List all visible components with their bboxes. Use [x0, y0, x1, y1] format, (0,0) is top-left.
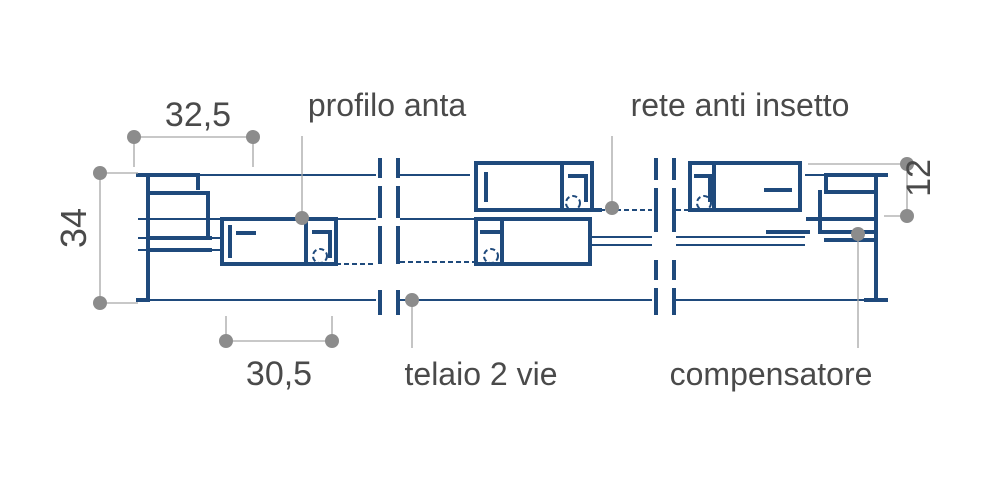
leader-compensatore: [851, 227, 865, 348]
dimension-34: [93, 166, 138, 310]
dimension-34-label: 34: [53, 208, 94, 248]
leader-profilo-anta: [295, 136, 309, 225]
sash-centre-upper: [474, 161, 652, 212]
sash-left-lower: [220, 217, 376, 266]
compensatore-label: compensatore: [670, 356, 873, 392]
dimension-12: [808, 157, 914, 223]
dimension-30-5-label: 30,5: [246, 355, 312, 393]
frame-profile: [136, 173, 888, 302]
sash-right-upper: [676, 161, 802, 212]
sash-centre-lower: [400, 217, 592, 266]
rete-anti-insetto-label: rete anti insetto: [631, 87, 850, 123]
profilo-anta-label: profilo anta: [308, 87, 467, 123]
dimension-32-5-label: 32,5: [165, 96, 231, 134]
dimension-32-5: [127, 130, 260, 167]
dimension-30-5: [219, 316, 339, 348]
telaio-2-vie-label: telaio 2 vie: [405, 356, 558, 392]
sash-right-lower: [766, 217, 878, 234]
leader-telaio-2-vie: [405, 293, 419, 348]
break-marks: [378, 158, 676, 315]
dimension-12-label: 12: [900, 159, 938, 197]
leader-rete-anti-insetto: [605, 136, 619, 215]
